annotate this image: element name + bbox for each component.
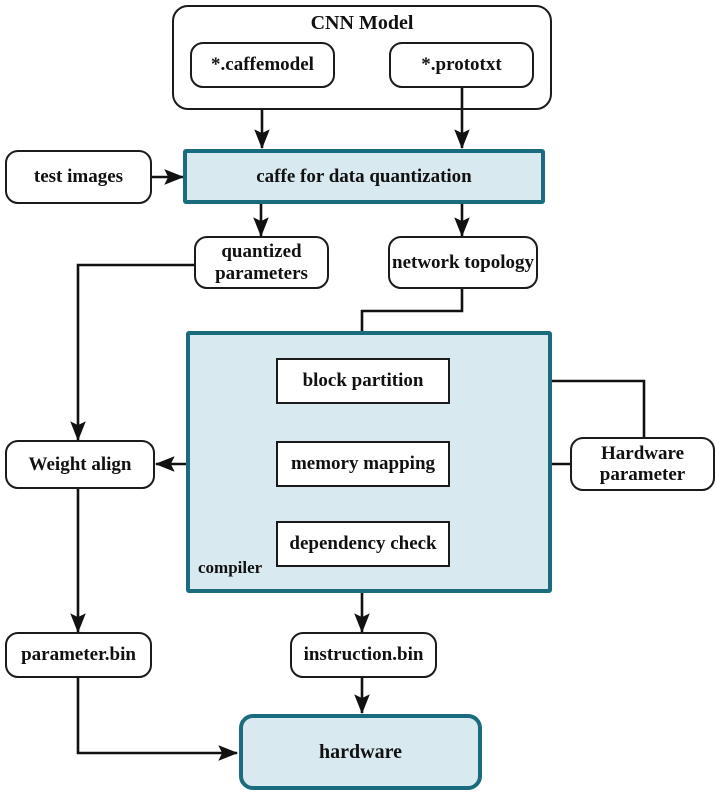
node-instruction-bin[interactable]: instruction.bin bbox=[290, 632, 437, 678]
node-caffemodel[interactable]: *.caffemodel bbox=[190, 42, 335, 88]
node-hardware-parameter[interactable]: Hardware parameter bbox=[570, 437, 715, 491]
node-test-images[interactable]: test images bbox=[5, 150, 152, 204]
cnn-model-group bbox=[172, 5, 552, 110]
node-hardware[interactable]: hardware bbox=[239, 714, 482, 790]
edge-parameter-bin-to-hardware bbox=[76, 678, 239, 761]
node-prototxt[interactable]: *.prototxt bbox=[389, 42, 534, 88]
cnn-model-title: CNN Model bbox=[310, 12, 414, 34]
node-quantized-parameters[interactable]: quantized parameters bbox=[194, 236, 329, 289]
node-network-topology[interactable]: network topology bbox=[388, 236, 538, 289]
edge-quantized-parameters-to-weight-align bbox=[70, 263, 194, 442]
compiler-group-label: compiler bbox=[198, 558, 263, 577]
node-parameter-bin[interactable]: parameter.bin bbox=[5, 632, 152, 678]
node-weight-align[interactable]: Weight align bbox=[5, 440, 155, 489]
node-caffe-for-data-quantization[interactable]: caffe for data quantization bbox=[183, 149, 545, 204]
node-block-partition[interactable]: block partition bbox=[276, 358, 450, 404]
node-dependency-check[interactable]: dependency check bbox=[276, 521, 450, 567]
node-memory-mapping[interactable]: memory mapping bbox=[276, 441, 450, 487]
